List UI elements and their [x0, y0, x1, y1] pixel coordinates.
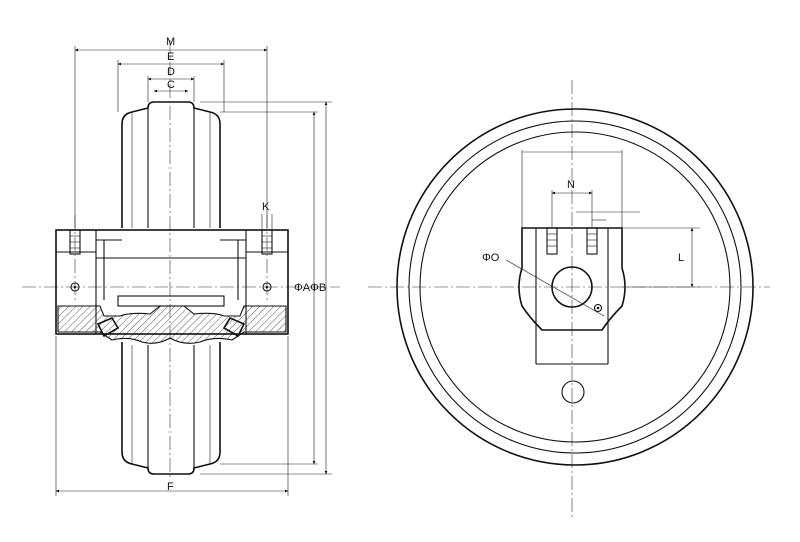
hub-assembly: [55, 215, 289, 344]
front-dimensions: [505, 150, 700, 317]
left-seal: [96, 316, 120, 338]
upper-rim: [121, 101, 221, 228]
label-N: N: [567, 179, 575, 191]
outer-rim-circle: [396, 108, 754, 466]
hub-section-hatch: [57, 305, 287, 344]
lower-hole: [561, 380, 585, 404]
front-view: N ΦO L: [368, 80, 770, 520]
shaft-bore: [551, 266, 593, 308]
label-phiA-phiB: ΦAΦB: [294, 282, 326, 294]
label-L: L: [678, 252, 684, 264]
side-view: M E D C K F ΦAΦB: [22, 36, 340, 496]
side-dimensions: [55, 46, 332, 496]
label-K: K: [262, 201, 270, 213]
tread-circle: [419, 131, 731, 443]
label-D: D: [167, 66, 175, 78]
label-phiO: ΦO: [482, 252, 500, 264]
label-E: E: [167, 51, 174, 63]
label-C: C: [167, 79, 175, 91]
grease-hole: [593, 303, 603, 313]
lower-rim: [121, 342, 221, 475]
right-seal: [222, 316, 246, 338]
label-F: F: [167, 481, 174, 493]
label-M: M: [166, 36, 175, 48]
flange-circle: [408, 120, 742, 454]
